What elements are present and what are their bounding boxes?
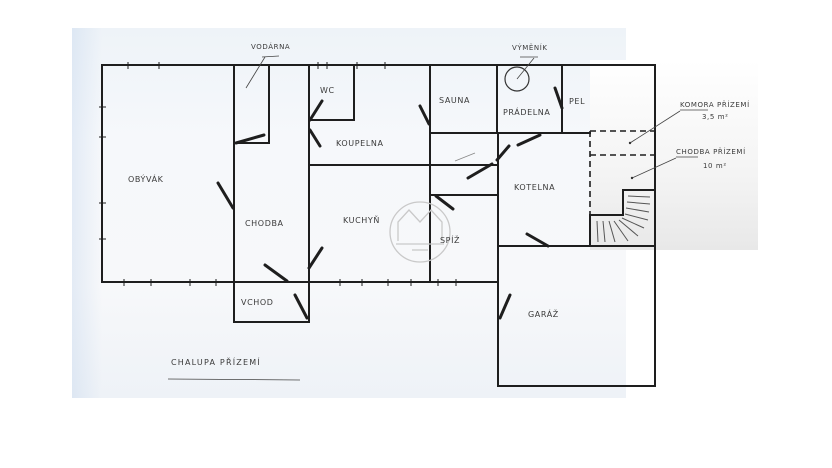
vodarna-underline: [261, 55, 280, 58]
callout-komora-area: 3,5 m²: [702, 113, 729, 121]
vodarna-leader: [245, 56, 266, 89]
room-label-obyvak: OBÝVÁK: [128, 175, 164, 184]
room-label-vchod: VCHOD: [241, 298, 274, 307]
paper-right-strip: [590, 60, 758, 250]
stairs-icon: [596, 195, 651, 243]
room-label-pel: PEL: [569, 97, 586, 106]
callout-vymenik: VÝMĚNÍK: [512, 44, 548, 52]
room-label-spiz: SPÍŽ: [440, 236, 461, 245]
room-label-koupelna: KOUPELNA: [336, 139, 384, 148]
room-label-chodba: CHODBA: [245, 219, 284, 228]
komora-leader: [629, 110, 681, 144]
room-label-kuchyn: KUCHYŇ: [343, 216, 380, 225]
callout-vodarna: VODÁRNA: [251, 43, 291, 51]
room-label-wc: WC: [320, 86, 335, 95]
room-label-sauna: SAUNA: [439, 96, 471, 105]
room-label-pradelna: PRÁDELNA: [503, 108, 551, 117]
callout-chodba-area: 10 m²: [703, 162, 727, 170]
title-underline: [167, 378, 301, 381]
watermark-logo-icon: [389, 201, 451, 263]
door-icons: [216, 86, 564, 320]
paper-shade: [72, 28, 102, 398]
room-label-garaz: GARÁŽ: [528, 310, 559, 319]
drawing-title: CHALUPA PŘÍZEMÍ: [171, 358, 261, 367]
window-ticks: [99, 62, 457, 286]
chodba-pr-leader: [631, 157, 677, 179]
boiler-circle-icon: [504, 66, 530, 92]
room-label-kotelna: KOTELNA: [514, 183, 556, 192]
vymenik-leader: [516, 57, 535, 80]
callout-chodba-title: CHODBA PŘÍZEMÍ: [676, 148, 746, 156]
callout-komora-title: KOMORA PŘÍZEMÍ: [680, 101, 750, 109]
